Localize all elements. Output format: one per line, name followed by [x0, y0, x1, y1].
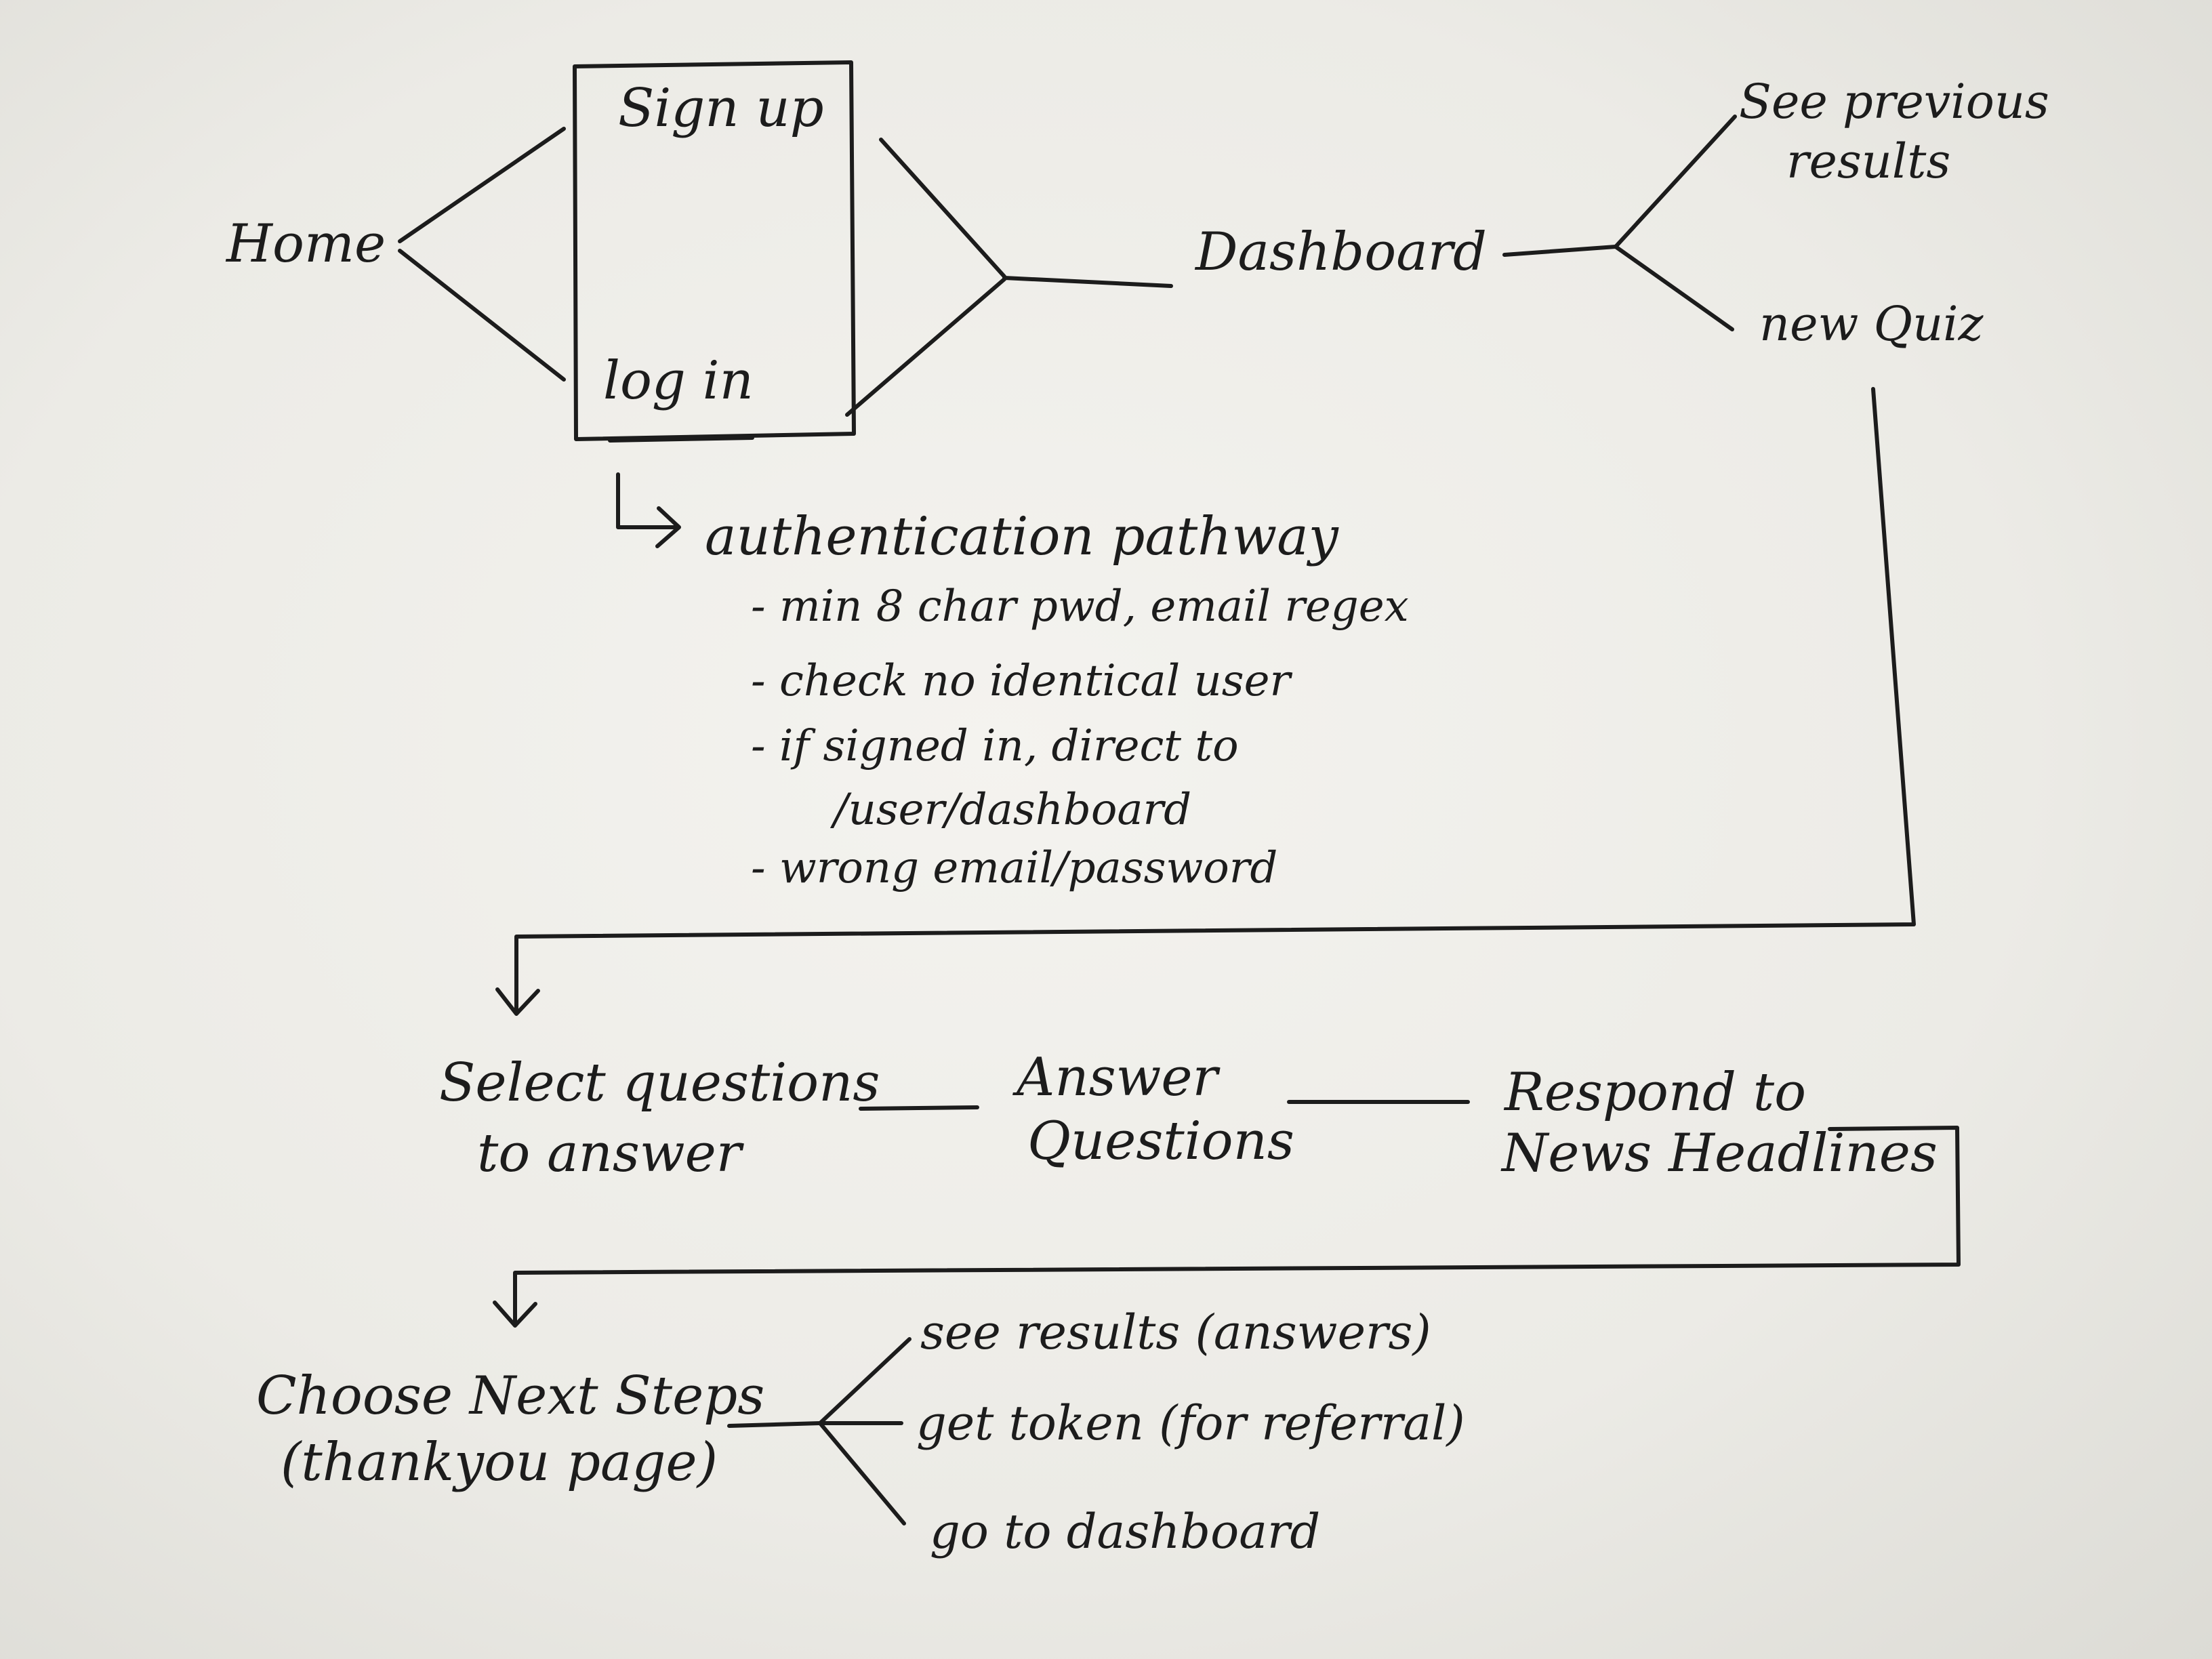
get-token-option: get token (for referral): [916, 1395, 1465, 1451]
newquiz-to-select-line: [514, 387, 1916, 1013]
respond-to-choose-line: [513, 1126, 1961, 1324]
answer-questions-line2: Questions: [1027, 1111, 1294, 1172]
to-see-results-line: [818, 1337, 912, 1425]
dashboard-junction-line: [1502, 245, 1618, 257]
login-to-dashboard-line: [845, 277, 1006, 417]
dashboard-label: Dashboard: [1195, 222, 1487, 283]
home-to-signup-line: [398, 127, 566, 243]
respond-headlines-line1: Respond to: [1504, 1062, 1807, 1123]
to-dashboard-line: [818, 1421, 906, 1525]
see-previous-label-line2: results: [1786, 134, 1951, 189]
choose-junction-line: [727, 1421, 822, 1428]
auth-rule-4: /user/dashboard: [834, 785, 1192, 835]
dashboard-to-previous-line: [1614, 115, 1737, 249]
see-results-option: see results (answers): [920, 1305, 1431, 1360]
select-to-answer-line: [859, 1105, 979, 1111]
auth-arrowhead: [655, 506, 681, 548]
sign-up-label: Sign up: [618, 78, 824, 139]
home-to-login-line: [398, 249, 566, 382]
auth-box: [573, 60, 856, 441]
see-previous-label-line1: See previous: [1739, 74, 2049, 129]
auth-rule-3: - if signed in, direct to: [751, 721, 1239, 771]
choose-arrowhead: [493, 1300, 537, 1328]
answer-questions-line1: Answer: [1017, 1047, 1218, 1108]
junction-to-dashboard-line: [1002, 276, 1173, 288]
home-label: Home: [226, 213, 386, 274]
auth-rule-5: - wrong email/password: [751, 843, 1278, 893]
choose-next-steps-line2: (thankyou page): [281, 1432, 718, 1493]
signup-to-dashboard-line: [879, 138, 1006, 279]
select-questions-line1: Select questions: [439, 1052, 880, 1113]
select-questions-line2: to answer: [477, 1123, 742, 1184]
auth-rule-2: - check no identical user: [751, 656, 1291, 706]
auth-pathway-title: authentication pathway: [705, 506, 1338, 567]
login-to-auth-arrow: [616, 472, 680, 529]
login-underline: [608, 436, 754, 443]
go-to-dashboard-option: go to dashboard: [930, 1504, 1321, 1559]
select-arrowhead: [495, 987, 540, 1016]
log-in-label: log in: [603, 350, 754, 411]
respond-headlines-line2: News Headlines: [1502, 1123, 1938, 1184]
new-quiz-label: new Quiz: [1759, 296, 1984, 352]
dashboard-to-newquiz-line: [1614, 245, 1734, 331]
choose-next-steps-line1: Choose Next Steps: [256, 1366, 765, 1427]
auth-rule-1: - min 8 char pwd, email regex: [751, 581, 1409, 632]
